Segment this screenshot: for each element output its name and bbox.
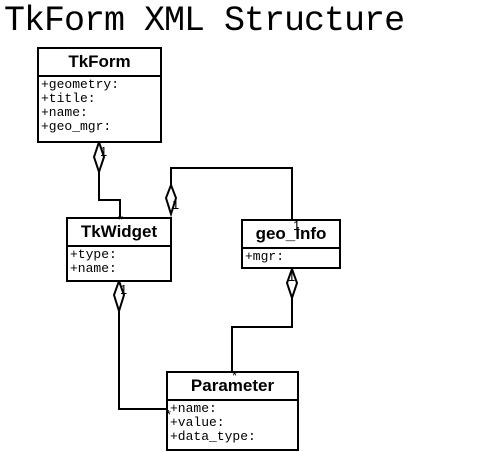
- multiplicity-label: 1: [288, 269, 296, 284]
- attribute: +geo_mgr:: [41, 119, 112, 134]
- class-tkform[interactable]: TkForm +geometry: +title: +name: +geo_mg…: [37, 47, 162, 143]
- attribute-list: +geometry: +title: +name: +geo_mgr:: [39, 77, 160, 135]
- multiplicity-label: *: [232, 368, 238, 383]
- attribute: +data_type:: [170, 429, 256, 444]
- multiplicity-label: 1: [293, 218, 301, 233]
- multiplicity-label: 1: [172, 197, 180, 212]
- connector-tkwidget-geoinfo: [170, 167, 293, 219]
- attribute: +type:: [70, 247, 117, 262]
- multiplicity-label: *: [118, 212, 124, 227]
- class-name: TkForm: [39, 49, 160, 77]
- attribute: +geometry:: [41, 77, 120, 92]
- class-geo-info[interactable]: geo_info +mgr:: [241, 219, 341, 269]
- class-parameter[interactable]: Parameter +name: +value: +data_type:: [166, 371, 299, 451]
- attribute-list: +name: +value: +data_type:: [168, 401, 297, 445]
- attribute: +value:: [170, 415, 225, 430]
- connector-tkform-tkwidget: [98, 172, 121, 217]
- connector-tkwidget-parameter: [118, 311, 167, 410]
- multiplicity-label: *: [166, 407, 172, 422]
- multiplicity-label: 1: [100, 144, 108, 159]
- attribute: +title:: [41, 91, 96, 106]
- attribute-list: +type: +name:: [68, 247, 170, 277]
- diagram-title: TkForm XML Structure: [4, 1, 405, 41]
- attribute: +name:: [170, 401, 217, 416]
- aggregation-diamond-tkwidget-top: [164, 182, 178, 218]
- class-name: geo_info: [243, 221, 339, 249]
- class-name: Parameter: [168, 373, 297, 401]
- attribute: +name:: [70, 261, 117, 276]
- connector-geoinfo-parameter: [231, 298, 293, 371]
- class-tkwidget[interactable]: TkWidget +type: +name:: [66, 217, 172, 282]
- attribute: +name:: [41, 105, 88, 120]
- multiplicity-label: 1: [120, 282, 128, 297]
- attribute-list: +mgr:: [243, 249, 339, 265]
- attribute: +mgr:: [245, 249, 285, 264]
- class-name: TkWidget: [68, 219, 170, 247]
